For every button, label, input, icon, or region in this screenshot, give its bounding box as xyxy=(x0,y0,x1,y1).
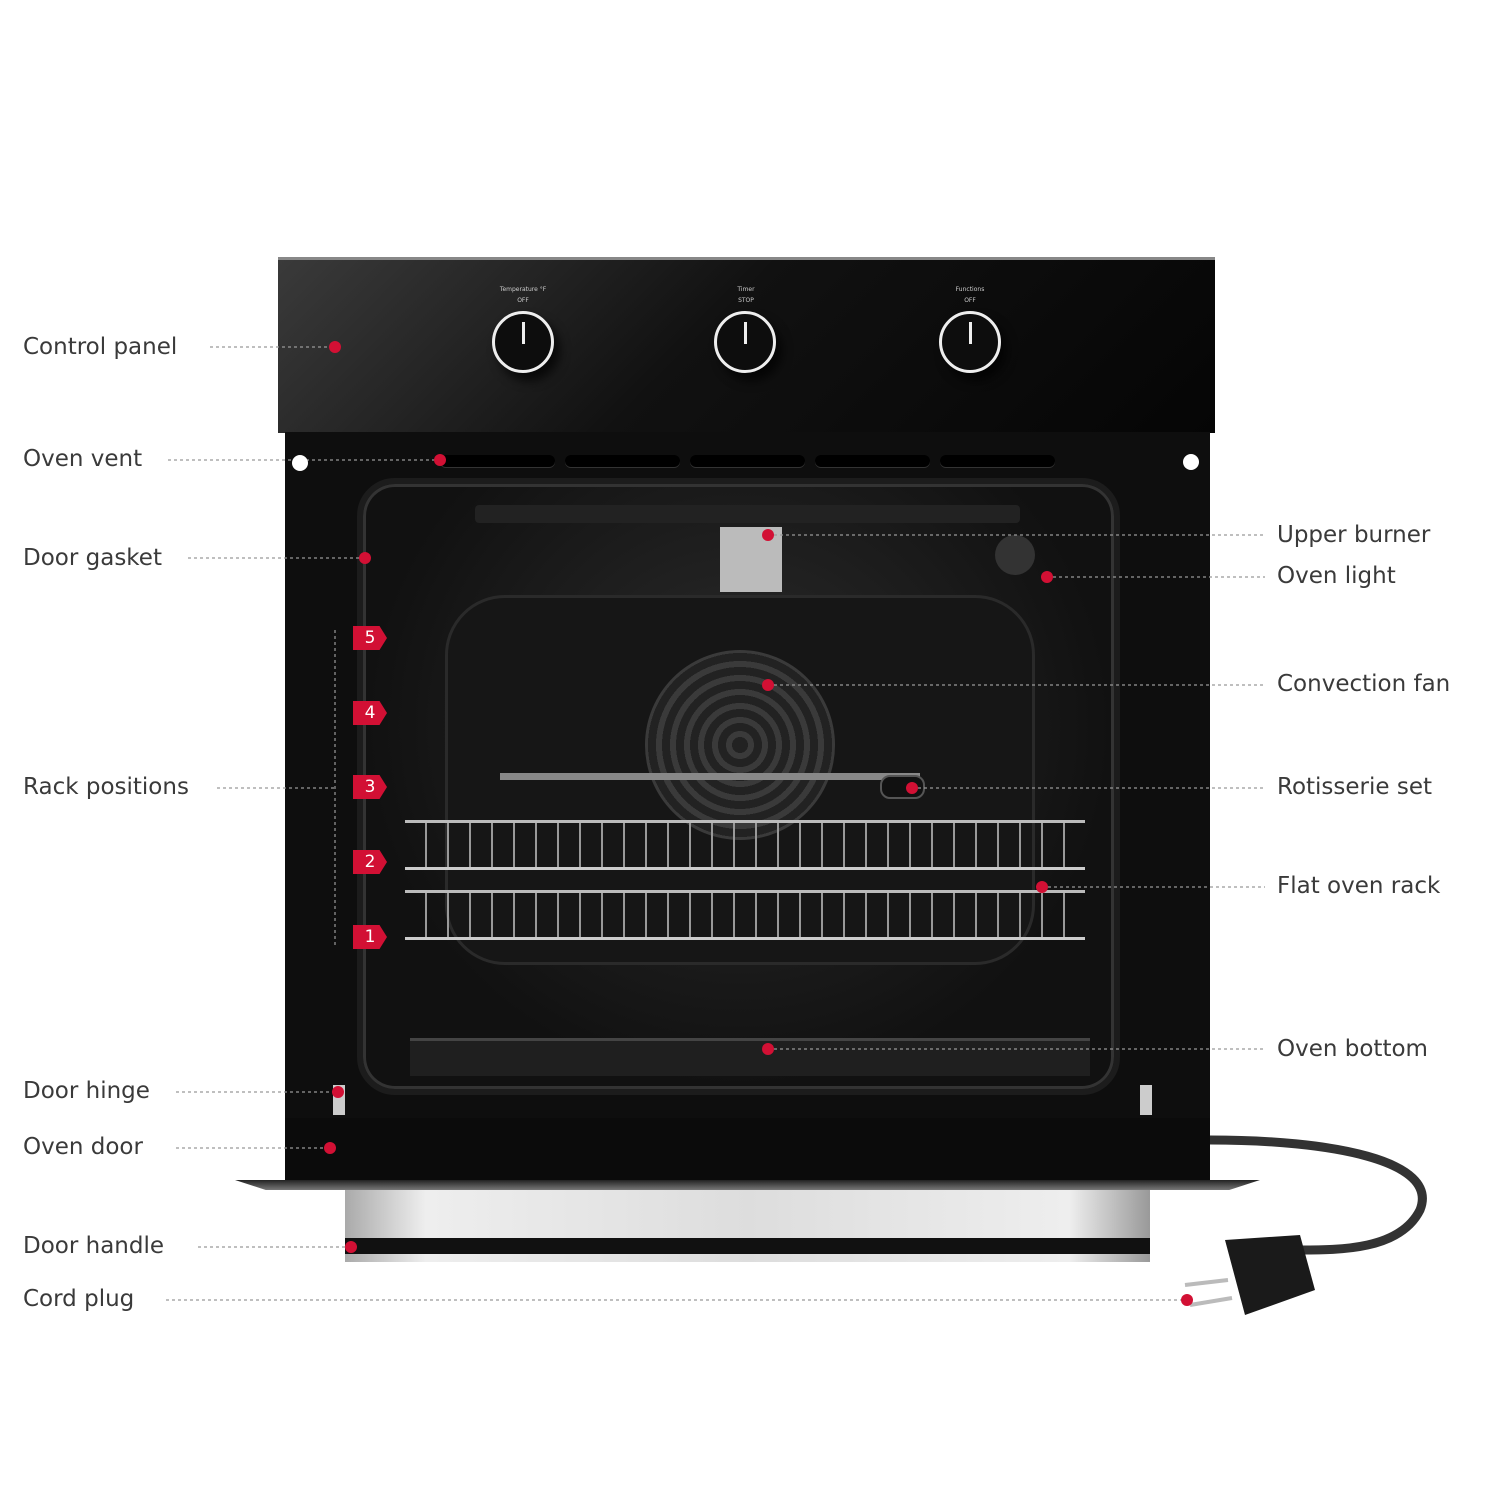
timer-knob[interactable] xyxy=(714,311,776,373)
label-rack-positions: Rack positions xyxy=(23,774,189,800)
callout-dot xyxy=(762,1043,774,1055)
label-oven-bottom: Oven bottom xyxy=(1277,1036,1428,1062)
rotisserie-handle xyxy=(880,775,925,799)
label-flat-oven-rack: Flat oven rack xyxy=(1277,873,1441,899)
callout-dot xyxy=(324,1142,336,1154)
plug-prong xyxy=(1184,1278,1229,1287)
functions-off-label: OFF xyxy=(964,297,976,304)
temperature-knob-title: Temperature °F xyxy=(499,286,547,293)
temperature-knob[interactable] xyxy=(492,311,554,373)
callout-dot xyxy=(359,552,371,564)
cord-plug xyxy=(1225,1235,1315,1315)
control-panel: Temperature °F OFF Timer STOP Functions … xyxy=(278,257,1215,433)
callout-dot xyxy=(906,782,918,794)
oven-vent-slot xyxy=(940,455,1055,467)
callout-dot xyxy=(1036,881,1048,893)
label-oven-vent: Oven vent xyxy=(23,446,143,472)
rotisserie-spit xyxy=(500,773,920,780)
label-door-gasket: Door gasket xyxy=(23,545,162,571)
flat-oven-rack-lower xyxy=(405,890,1085,940)
label-door-hinge: Door hinge xyxy=(23,1078,150,1104)
callout-dot xyxy=(762,679,774,691)
temperature-off-label: OFF xyxy=(517,297,529,304)
label-control-panel: Control panel xyxy=(23,334,178,360)
label-upper-burner: Upper burner xyxy=(1277,522,1431,548)
oven-vent-slot xyxy=(690,455,805,467)
functions-knob[interactable] xyxy=(939,311,1001,373)
rack-position-1: 1 xyxy=(353,925,387,949)
door-glass-edge xyxy=(235,1180,1260,1190)
oven-bottom xyxy=(410,1038,1090,1076)
label-oven-door: Oven door xyxy=(23,1134,143,1160)
oven-vent-slot xyxy=(565,455,680,467)
callout-dot xyxy=(762,529,774,541)
timer-stop-label: STOP xyxy=(738,297,754,304)
label-cord-plug: Cord plug xyxy=(23,1286,135,1312)
vent-screw-left xyxy=(292,455,308,471)
callout-dot xyxy=(332,1086,344,1098)
label-convection-fan: Convection fan xyxy=(1277,671,1451,697)
oven-vent-slot xyxy=(440,455,555,467)
oven-door xyxy=(285,1118,1210,1180)
functions-knob-title: Functions xyxy=(955,286,985,293)
label-rotisserie-set: Rotisserie set xyxy=(1277,774,1433,800)
callout-dot xyxy=(434,454,446,466)
timer-knob-title: Timer xyxy=(737,286,755,293)
rack-position-3: 3 xyxy=(353,775,387,799)
rack-position-4: 4 xyxy=(353,701,387,725)
rack-position-5: 5 xyxy=(353,626,387,650)
plug-prong xyxy=(1189,1296,1233,1307)
power-cord xyxy=(1209,1135,1427,1255)
label-door-handle: Door handle xyxy=(23,1233,165,1259)
oven-vent-slot xyxy=(815,455,930,467)
convection-fan xyxy=(645,650,835,840)
rack-position-2: 2 xyxy=(353,850,387,874)
callout-dot xyxy=(329,341,341,353)
door-hinge-right xyxy=(1140,1085,1152,1115)
vent-screw-right xyxy=(1183,454,1199,470)
callout-dot xyxy=(1041,571,1053,583)
flat-oven-rack-upper xyxy=(405,820,1085,870)
callout-dot xyxy=(345,1241,357,1253)
upper-burner xyxy=(475,505,1020,523)
door-handle-bar[interactable] xyxy=(345,1238,1150,1254)
oven-light xyxy=(995,535,1035,575)
label-oven-light: Oven light xyxy=(1277,563,1396,589)
callout-dot xyxy=(1181,1294,1193,1306)
